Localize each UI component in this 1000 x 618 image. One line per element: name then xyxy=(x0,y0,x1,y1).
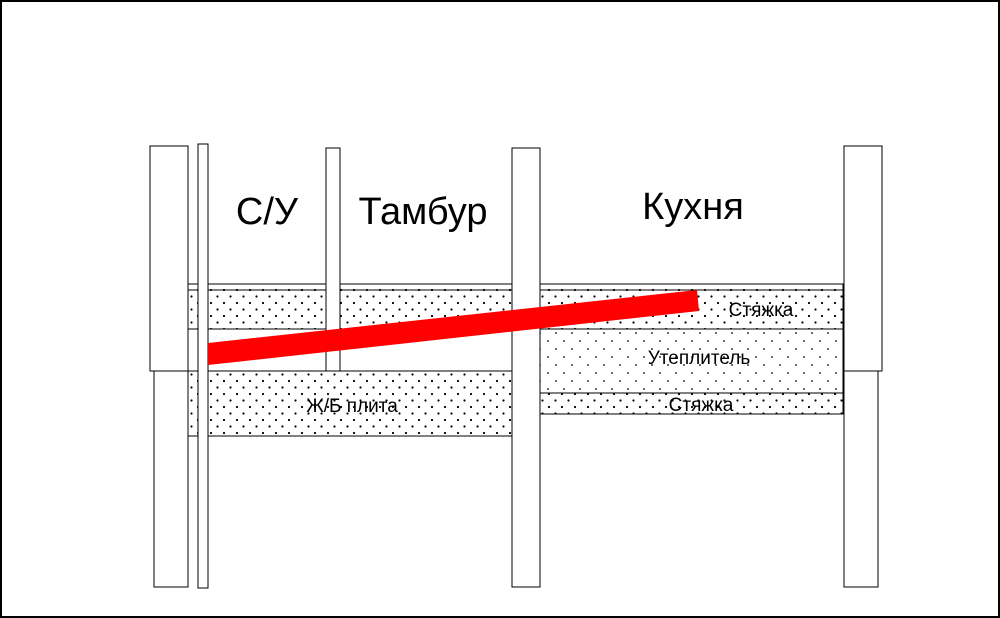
kitchen-insulation-layer xyxy=(539,328,844,394)
wall-right-upper xyxy=(843,145,883,372)
wall-tambur-kitchen xyxy=(511,147,541,588)
partition-thin xyxy=(197,143,209,589)
slab-layer xyxy=(187,370,513,437)
partition-su-tambur xyxy=(325,147,341,372)
wall-left-upper xyxy=(149,145,189,372)
wall-right-lower xyxy=(843,370,879,588)
wall-left-lower xyxy=(153,370,189,588)
layer-label-screed-bottom: Стяжка xyxy=(669,395,734,416)
layer-label-screed-top: Стяжка xyxy=(729,300,794,321)
room-label-su: С/У xyxy=(236,191,299,233)
layer-label-slab: Ж/Б плита xyxy=(306,396,398,417)
layer-label-insulation: Утеплитель xyxy=(648,348,751,369)
room-label-tambur: Тамбур xyxy=(359,191,488,233)
room-label-kitchen: Кухня xyxy=(642,186,744,228)
highlight-band xyxy=(208,290,699,365)
